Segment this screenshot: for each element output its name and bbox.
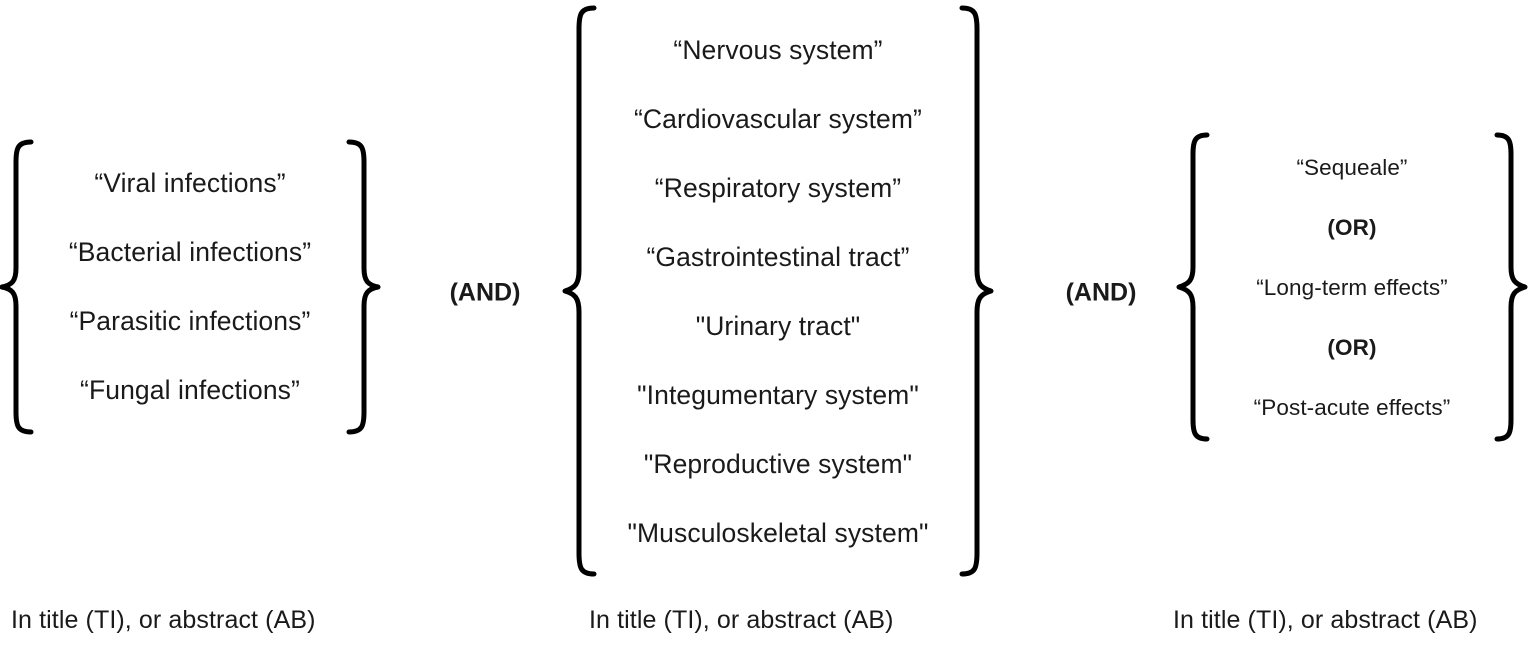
group-body-systems: “Nervous system” “Cardiovascular system”… bbox=[563, 5, 993, 578]
list-item: “Sequeale” bbox=[1296, 155, 1408, 180]
list-item: "Reproductive system" bbox=[643, 448, 913, 479]
list-item: “Respiratory system” bbox=[654, 172, 902, 203]
caption-body-systems: In title (TI), or abstract (AB) bbox=[589, 606, 894, 634]
list-item: “Nervous system” bbox=[673, 34, 883, 65]
list-item: “Bacterial infections” bbox=[68, 237, 312, 267]
caption-outcomes: In title (TI), or abstract (AB) bbox=[1173, 606, 1478, 634]
group-infections: “Viral infections” “Bacterial infections… bbox=[0, 140, 380, 434]
list-item: “Parasitic infections” bbox=[69, 306, 311, 336]
list-item: “Long-term effects” bbox=[1256, 275, 1448, 300]
list-item: “Cardiovascular system” bbox=[634, 103, 922, 134]
group-infections-items: “Viral infections” “Bacterial infections… bbox=[0, 140, 380, 434]
list-item: "Musculoskeletal system" bbox=[627, 517, 929, 548]
list-item: “Gastrointestinal tract” bbox=[646, 241, 910, 272]
list-item: “Fungal infections” bbox=[80, 375, 300, 405]
connector-or-1: (OR) bbox=[1327, 215, 1377, 240]
connector-and-1: (AND) bbox=[449, 278, 521, 307]
list-item: "Urinary tract" bbox=[695, 310, 861, 341]
group-outcomes-items: “Sequeale” (OR) “Long-term effects” (OR)… bbox=[1176, 133, 1528, 443]
caption-infections: In title (TI), or abstract (AB) bbox=[11, 606, 316, 634]
list-item: "Integumentary system" bbox=[637, 379, 919, 410]
connector-or-2: (OR) bbox=[1327, 335, 1377, 360]
group-body-systems-items: “Nervous system” “Cardiovascular system”… bbox=[563, 5, 993, 578]
list-item: “Viral infections” bbox=[94, 168, 286, 198]
connector-and-2: (AND) bbox=[1065, 278, 1137, 307]
list-item: “Post-acute effects” bbox=[1253, 395, 1451, 420]
group-outcomes: “Sequeale” (OR) “Long-term effects” (OR)… bbox=[1176, 133, 1528, 443]
